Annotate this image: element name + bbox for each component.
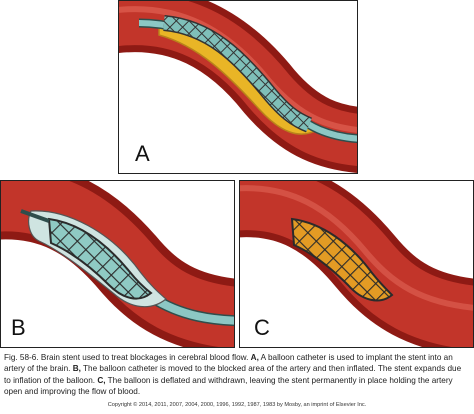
caption-b-text: The balloon catheter is moved to the blo… xyxy=(4,364,462,385)
caption-a-marker: A, xyxy=(250,353,259,362)
caption-c-text: The balloon is deflated and withdrawn, l… xyxy=(4,375,453,397)
stent-in-place xyxy=(290,217,394,302)
artery-lumen xyxy=(240,181,473,347)
caption-b-marker: B, xyxy=(72,364,81,374)
panel-a-illustration xyxy=(119,1,357,173)
caption-prefix: Fig. 58-6. Brain stent used to treat blo… xyxy=(4,353,251,362)
expanded-stent xyxy=(47,217,153,300)
panel-b-label: B xyxy=(11,315,26,340)
collapsed-stent xyxy=(163,16,312,132)
panel-a: A xyxy=(118,0,358,174)
panel-b: B xyxy=(0,180,235,348)
panel-a-label: A xyxy=(135,141,150,166)
copyright-notice: Copyright © 2014, 2011, 2007, 2004, 2000… xyxy=(107,402,367,408)
panel-c-label: C xyxy=(254,315,270,340)
figure-caption: Fig. 58-6. Brain stent used to treat blo… xyxy=(4,352,470,398)
caption-a-text: A balloon catheter is used to implant th… xyxy=(4,353,453,374)
caption-c-marker: C, xyxy=(97,375,106,385)
panel-c-illustration xyxy=(240,181,473,347)
panel-c: C xyxy=(239,180,474,348)
panel-b-illustration xyxy=(1,181,234,347)
